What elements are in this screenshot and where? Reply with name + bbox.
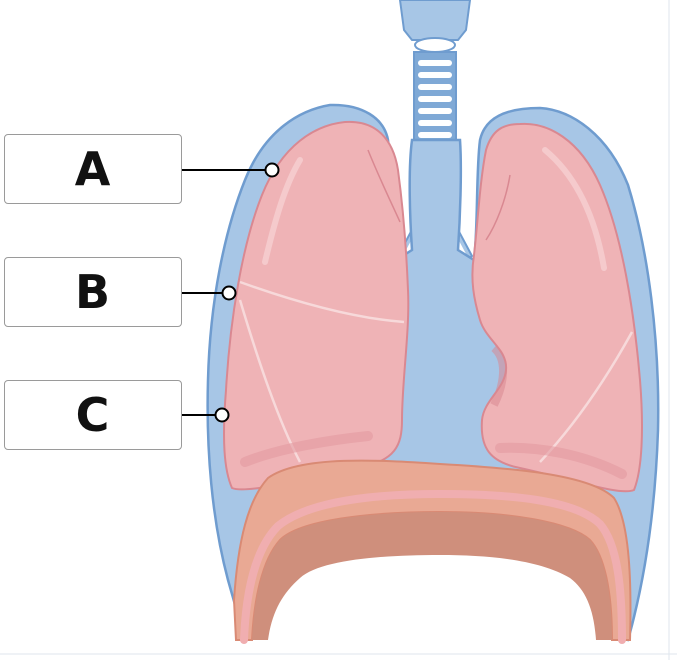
pointer-dot-c [214,407,230,423]
label-b-text: B [74,265,112,319]
diaphragm [232,459,632,644]
label-box-c[interactable]: C [4,380,182,450]
label-box-a[interactable]: A [4,134,182,204]
leader-lines [182,162,280,423]
label-box-b[interactable]: B [4,257,182,327]
label-a-text: A [74,142,112,196]
pointer-dot-b [221,285,237,301]
label-c-text: C [75,388,111,442]
horizontal-fissure [239,280,405,324]
pointer-dot-a [264,162,280,178]
left-lung [471,122,643,493]
